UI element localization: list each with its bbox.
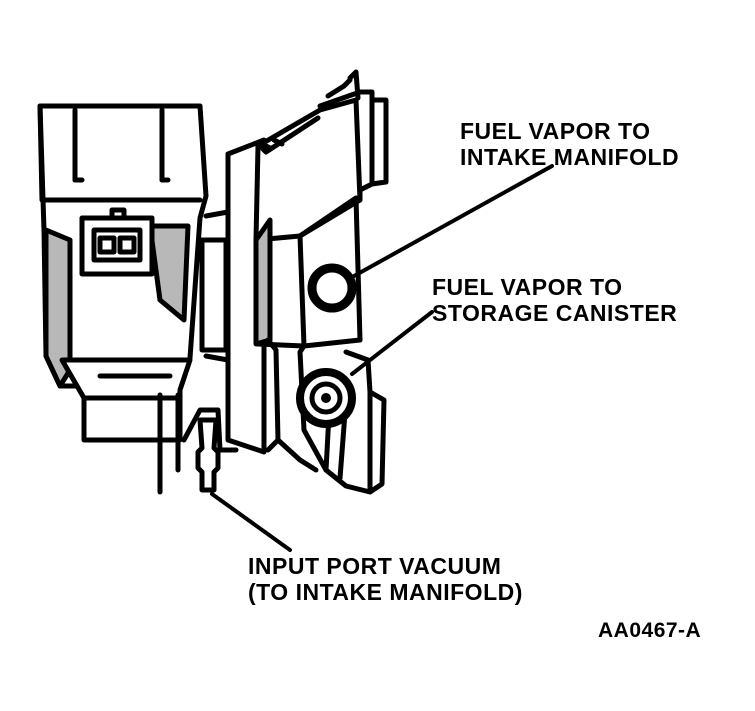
label-input-line2: (TO INTAKE MANIFOLD): [248, 579, 523, 605]
label-intake-manifold: FUEL VAPOR TO INTAKE MANIFOLD: [460, 118, 679, 170]
label-intake-line2: INTAKE MANIFOLD: [460, 144, 680, 170]
figure-code: AA0467-A: [598, 619, 702, 642]
electrical-connector: [79, 207, 155, 277]
storage-canister-port: [296, 368, 356, 428]
label-canister-line2: STORAGE CANISTER: [432, 300, 678, 326]
leader-line-canister: [350, 310, 434, 376]
label-intake-line1: FUEL VAPOR TO: [460, 118, 651, 144]
input-port-nipple: [195, 417, 221, 493]
intake-manifold-port: [307, 263, 357, 313]
solenoid-body: [37, 103, 209, 443]
label-input-port: INPUT PORT VACUUM (TO INTAKE MANIFOLD): [248, 553, 523, 605]
label-input-line1: INPUT PORT VACUUM: [248, 553, 502, 579]
leader-line-intake: [352, 164, 554, 278]
label-canister-line1: FUEL VAPOR TO: [432, 274, 623, 300]
mounting-bracket: [157, 392, 239, 495]
leader-line-input: [210, 492, 292, 552]
label-storage-canister: FUEL VAPOR TO STORAGE CANISTER: [432, 274, 677, 326]
valve-body: [199, 69, 389, 495]
